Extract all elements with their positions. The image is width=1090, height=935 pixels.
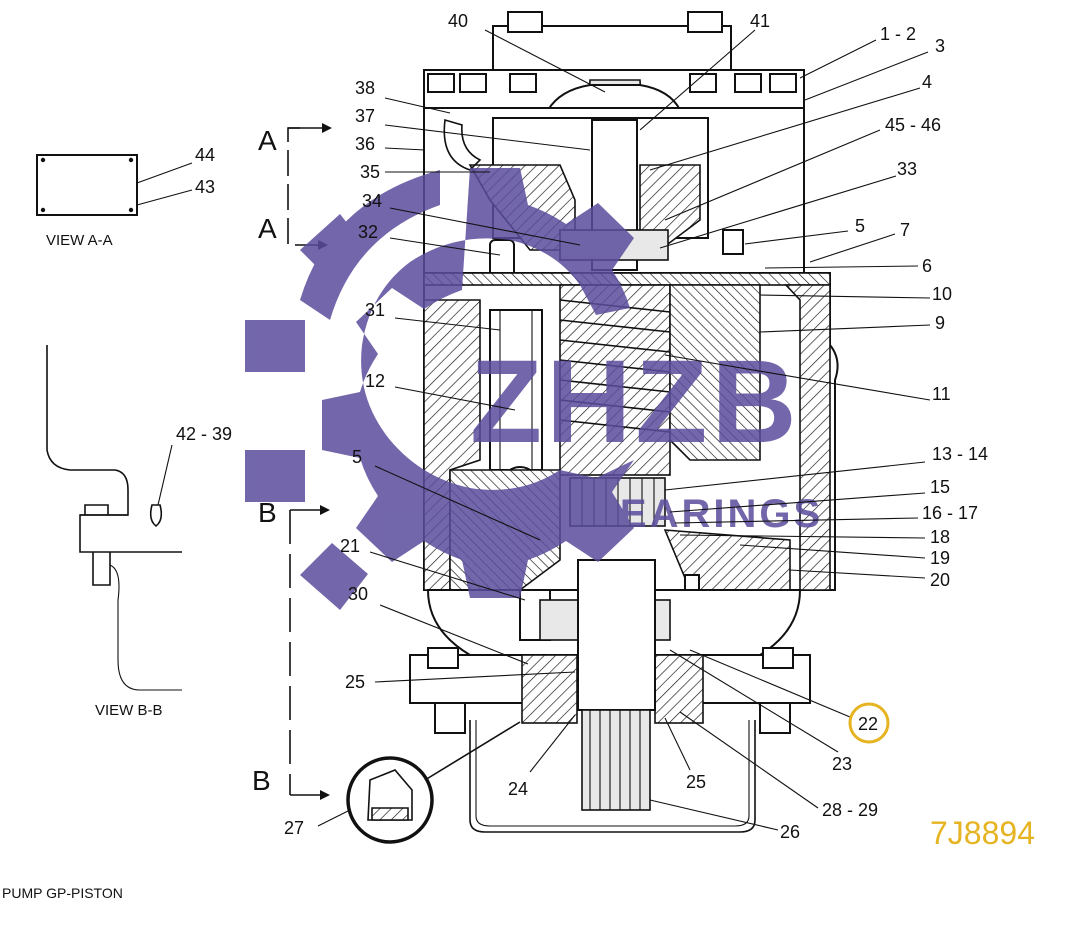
swashplate-10: [669, 284, 761, 461]
callout-6: 6: [922, 256, 932, 276]
bolt-head: [84, 504, 109, 515]
callout-28-29: 28 - 29: [822, 800, 878, 820]
watermark-text: ZHZB: [470, 336, 801, 468]
bolt-head: [687, 11, 723, 33]
housing-wall-right: [784, 284, 831, 591]
view-aa-label: VIEW A-A: [46, 232, 113, 249]
section-b-bottom: B: [252, 765, 271, 796]
seal-carrier-left: [521, 654, 578, 724]
seal-carrier-right: [654, 654, 704, 724]
view-bb-detail: 42 - 39 VIEW B-B: [46, 345, 232, 719]
callout-33: 33: [897, 159, 917, 179]
callout-30: 30: [348, 584, 368, 604]
callout-9: 9: [935, 313, 945, 333]
piston-31: [489, 309, 543, 471]
callout-31: 31: [365, 300, 385, 320]
callout-16-17: 16 - 17: [922, 503, 978, 523]
callout-25-left: 25: [345, 672, 365, 692]
callout-1-2: 1 - 2: [880, 24, 916, 44]
callout-5-upper: 5: [855, 216, 865, 236]
bolt-head: [507, 11, 543, 33]
callout-34: 34: [362, 191, 382, 211]
callout-44: 44: [195, 145, 215, 165]
part-number: 7J8894: [930, 815, 1035, 851]
callout-35: 35: [360, 162, 380, 182]
bolt-hole: [40, 207, 46, 213]
callout-19: 19: [930, 548, 950, 568]
drive-shaft-lower: [577, 559, 656, 711]
drawing-caption: PUMP GP-PISTON: [2, 885, 123, 901]
callout-25-right: 25: [686, 772, 706, 792]
hose-line: [109, 564, 182, 691]
callout-3: 3: [935, 36, 945, 56]
callout-27: 27: [284, 818, 304, 838]
callout-21: 21: [340, 536, 360, 556]
section-a-top: A: [258, 125, 277, 156]
bolt-hole: [128, 157, 134, 163]
callout-36: 36: [355, 134, 375, 154]
tube-38: [443, 118, 482, 171]
callout-5-lower: 5: [352, 447, 362, 467]
callout-10: 10: [932, 284, 952, 304]
watermark-logo: ZHZB BEARINGS: [245, 168, 823, 610]
splined-shaft-26: [581, 709, 651, 811]
watermark-subtext: BEARINGS: [588, 492, 823, 536]
section-b-top: B: [258, 497, 277, 528]
callout-4: 4: [922, 72, 932, 92]
callout-highlight-ring: [848, 702, 890, 744]
callout-26: 26: [780, 822, 800, 842]
callout-13-14: 13 - 14: [932, 444, 988, 464]
callout-24: 24: [508, 779, 528, 799]
callout-38: 38: [355, 78, 375, 98]
bracket-outline: [46, 345, 182, 553]
callout-20: 20: [930, 570, 950, 590]
callout-11: 11: [932, 384, 951, 404]
callout-23: 23: [832, 754, 852, 774]
bolt-hole: [128, 207, 134, 213]
callout-32: 32: [358, 222, 378, 242]
detail-circle: [346, 756, 434, 844]
bolt-hole: [40, 157, 46, 163]
callout-42-39: 42 - 39: [176, 424, 232, 444]
leader-lines: [369, 29, 931, 831]
callouts: 40 41 1 - 2 3 4 38 37 36 35 45 - 46 33 3…: [340, 11, 988, 842]
cover-plate: [36, 154, 138, 216]
section-a-bottom: A: [258, 213, 277, 244]
callout-40: 40: [448, 11, 468, 31]
callout-45-46: 45 - 46: [885, 115, 941, 135]
view-bb-label: VIEW B-B: [95, 702, 163, 719]
callout-22: 22: [858, 714, 878, 734]
section-markers: A A B B: [252, 123, 332, 800]
clip-42-39: [149, 504, 163, 528]
gear-icon: [245, 168, 634, 610]
callout-43: 43: [195, 177, 215, 197]
callout-18: 18: [930, 527, 950, 547]
callout-12: 12: [365, 371, 385, 391]
callout-37: 37: [355, 106, 375, 126]
callout-7: 7: [900, 220, 910, 240]
view-aa-detail: 44 43 VIEW A-A: [36, 145, 215, 249]
detail-27: 27: [284, 721, 521, 844]
callout-15: 15: [930, 477, 950, 497]
bolt-stud: [92, 552, 111, 586]
callout-41: 41: [750, 11, 770, 31]
